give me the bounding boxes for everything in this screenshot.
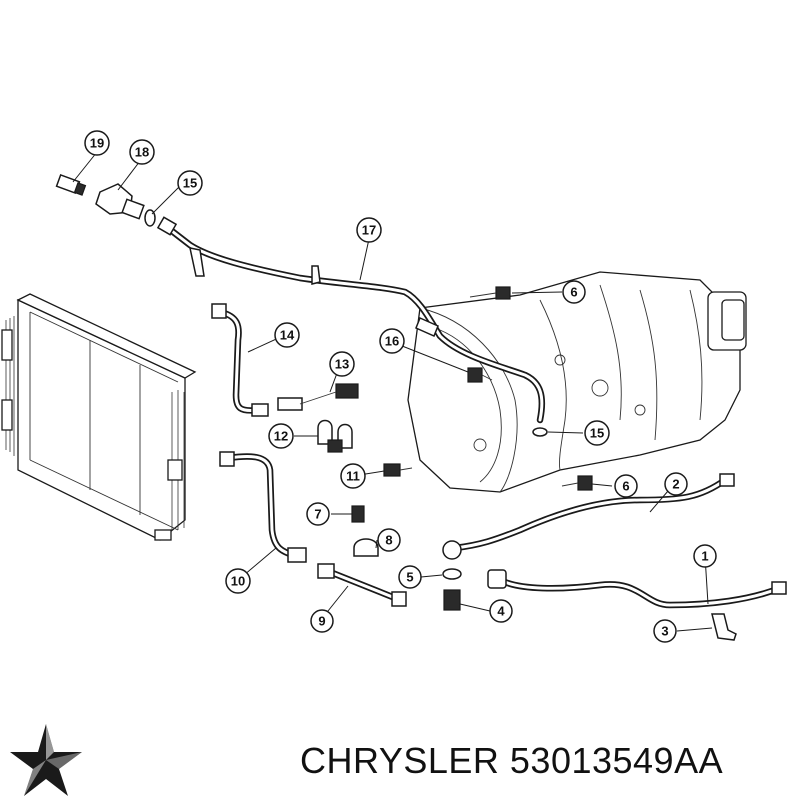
callout-5-label: 5 — [406, 570, 413, 585]
callout-8-label: 8 — [385, 533, 392, 548]
callouts: 1 2 3 4 5 6 6 7 8 9 10 11 12 13 14 15 15… — [84, 130, 717, 643]
callout-15-right: 15 — [584, 420, 610, 446]
callout-17-label: 17 — [362, 223, 376, 238]
callout-8: 8 — [377, 528, 401, 552]
callout-6-bottom-label: 6 — [622, 479, 629, 494]
callout-3-label: 3 — [661, 624, 668, 639]
callout-1-label: 1 — [701, 549, 708, 564]
callout-14: 14 — [274, 322, 300, 348]
callout-15-right-label: 15 — [590, 426, 604, 441]
callout-5: 5 — [398, 565, 422, 589]
transmission — [407, 271, 747, 493]
chrysler-pentastar-logo — [10, 724, 82, 796]
callout-14-label: 14 — [280, 328, 295, 343]
leader-lines — [72, 151, 713, 632]
callout-7-label: 7 — [314, 507, 321, 522]
callout-3: 3 — [653, 619, 677, 643]
callout-17: 17 — [356, 217, 382, 243]
callout-15-top: 15 — [177, 170, 203, 196]
callout-10-label: 10 — [231, 574, 245, 589]
callout-18: 18 — [129, 139, 155, 165]
callout-6-top-label: 6 — [570, 285, 577, 300]
callout-15-top-label: 15 — [183, 176, 197, 191]
callout-19-label: 19 — [90, 136, 104, 151]
callout-2: 2 — [664, 472, 688, 496]
callout-7: 7 — [306, 502, 330, 526]
callout-13-label: 13 — [335, 357, 349, 372]
callout-6-bottom: 6 — [614, 474, 638, 498]
callout-16: 16 — [379, 328, 405, 354]
callout-4: 4 — [489, 599, 513, 623]
callout-2-label: 2 — [672, 477, 679, 492]
fittings — [55, 173, 787, 641]
callout-13: 13 — [329, 351, 355, 377]
callout-18-label: 18 — [135, 145, 149, 160]
callout-16-label: 16 — [385, 334, 399, 349]
callout-10: 10 — [225, 568, 251, 594]
callout-9-label: 9 — [318, 614, 325, 629]
callout-11: 11 — [340, 463, 366, 489]
callout-6-top: 6 — [562, 280, 586, 304]
callout-1: 1 — [693, 544, 717, 568]
callout-11-label: 11 — [346, 469, 360, 484]
callout-12: 12 — [268, 423, 294, 449]
radiator — [1, 293, 197, 541]
callout-9: 9 — [310, 609, 334, 633]
callout-4-label: 4 — [497, 604, 505, 619]
callout-12-label: 12 — [274, 429, 288, 444]
part-number-caption: CHRYSLER 53013549AA — [300, 740, 724, 781]
cooler-lines — [164, 224, 784, 609]
callout-19: 19 — [84, 130, 110, 156]
